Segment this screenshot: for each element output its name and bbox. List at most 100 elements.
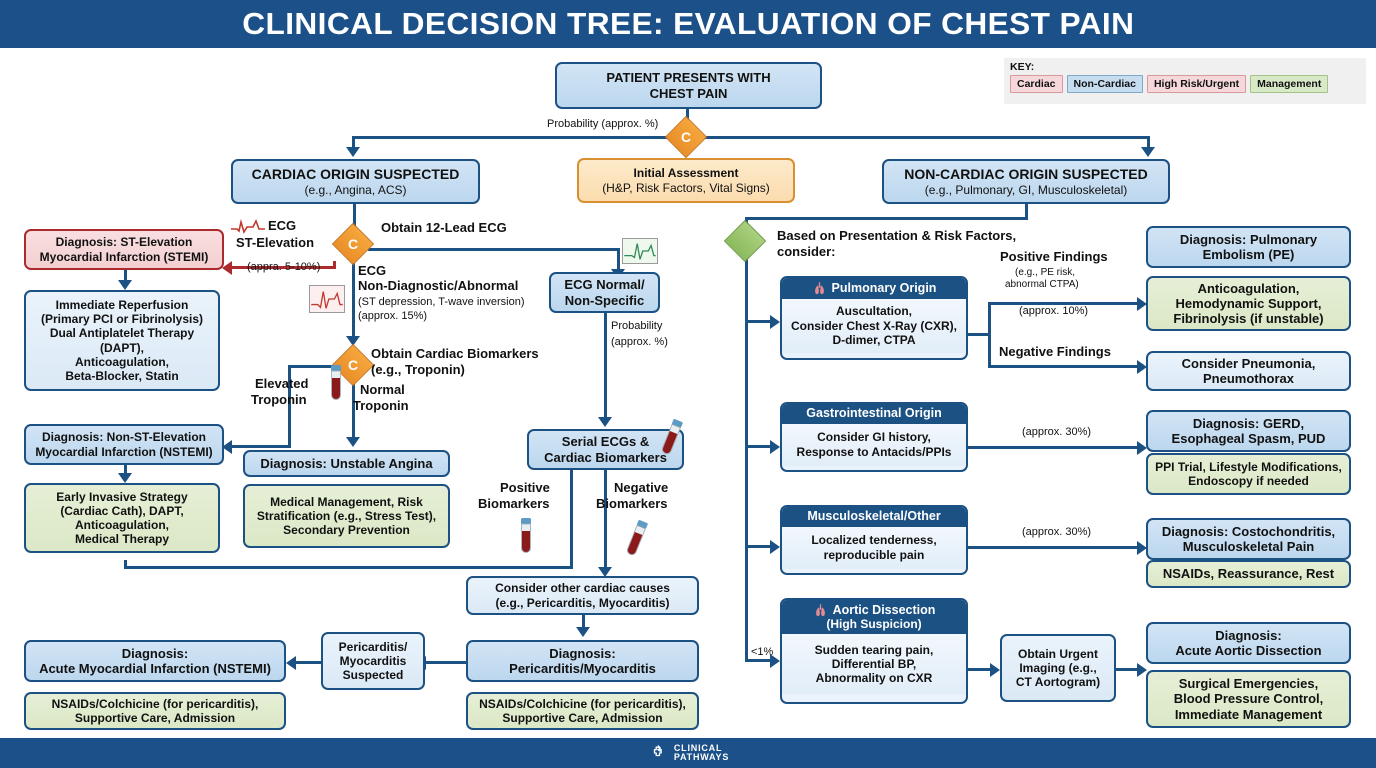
arrow-to-gi: [770, 440, 780, 454]
connector-c1-c2: [352, 263, 355, 340]
node-consider-other-cardiac[interactable]: Consider other cardiac causes (e.g., Per…: [466, 576, 699, 615]
label-normal-troponin-2: Troponin: [353, 398, 409, 413]
connector-ecg-normal-down: [617, 248, 620, 271]
node-body-line-1: Consider GI history,: [817, 430, 931, 445]
node-pericarditis-myocarditis-suspected[interactable]: Pericarditis/ Myocarditis Suspected: [321, 632, 425, 690]
node-diagnosis-nstemi[interactable]: Diagnosis: Non-ST-Elevation Myocardial I…: [24, 424, 224, 465]
node-patient-presents[interactable]: PATIENT PRESENTS WITH CHEST PAIN: [555, 62, 822, 109]
node-line-2: Hemodynamic Support,: [1175, 295, 1322, 311]
connector-elev-trop-left: [288, 365, 336, 368]
legend-chip-management: Management: [1250, 75, 1329, 93]
label-negative-findings: Negative Findings: [999, 344, 1111, 359]
footer-brand: CLINICAL PATHWAYS: [673, 743, 730, 763]
legend-chip-cardiac: Cardiac: [1010, 75, 1063, 93]
label-positive-biomarkers-1: Positive: [500, 480, 550, 495]
node-body-line-2: Differential BP,: [831, 656, 917, 671]
node-musculoskeletal-other[interactable]: Musculoskeletal/Other Localized tenderne…: [780, 505, 968, 575]
arrow-to-costo: [1137, 541, 1147, 555]
node-nsaids-colchicine-right[interactable]: NSAIDs/Colchicine (for pericarditis), Su…: [466, 692, 699, 730]
node-consider-pneumonia[interactable]: Consider Pneumonia, Pneumothorax: [1146, 351, 1351, 391]
node-serial-ecgs-biomarkers[interactable]: Serial ECGs & Cardiac Biomarkers: [527, 429, 684, 470]
node-diagnosis-stemi[interactable]: Diagnosis: ST-Elevation Myocardial Infar…: [24, 229, 224, 270]
decision-letter: C: [347, 236, 359, 252]
node-header-label-2: (High Suspicion): [826, 617, 922, 631]
label-positive-findings-sub-1: (e.g., PE risk,: [1015, 267, 1076, 278]
decision-letter: C: [680, 129, 692, 145]
node-line-1: Diagnosis: Non-ST-Elevation: [41, 430, 206, 445]
connector-nstemi-in: [231, 445, 291, 448]
node-immediate-reperfusion[interactable]: Immediate Reperfusion (Primary PCI or Fi…: [24, 290, 220, 391]
node-body-line-3: D-dimer, CTPA: [832, 333, 916, 348]
node-body: Localized tenderness, reproducible pain: [782, 526, 966, 569]
node-line-1: NSAIDs/Colchicine (for pericarditis),: [51, 696, 259, 711]
decision-diamond-noncardiac[interactable]: [723, 219, 767, 263]
node-body-line-1: Localized tenderness,: [811, 533, 937, 548]
decision-diamond-initial[interactable]: C: [664, 115, 708, 159]
connector-stemi-left: [231, 266, 336, 269]
node-line-2: Pericarditis/Myocarditis: [509, 661, 656, 676]
node-ecg-normal[interactable]: ECG Normal/ Non-Specific: [549, 272, 660, 313]
connector-elev-trop-down: [288, 365, 291, 447]
connector-cardiac-down: [353, 203, 356, 236]
ecg-waveform-green-chip-icon: [622, 238, 658, 264]
node-line-3: Fibrinolysis (if unstable): [1173, 311, 1324, 327]
node-header: Gastrointestinal Origin: [782, 404, 966, 424]
label-obtain-biomarkers-1: Obtain Cardiac Biomarkers: [371, 346, 539, 361]
node-line-2: Cardiac Biomarkers: [544, 449, 667, 465]
node-diagnosis-pericarditis-myocarditis[interactable]: Diagnosis: Pericarditis/Myocarditis: [466, 640, 699, 682]
node-treatment-gerd[interactable]: PPI Trial, Lifestyle Modifications, Endo…: [1146, 453, 1351, 495]
connector-bus-right: [1147, 136, 1150, 148]
node-diagnosis-costochondritis[interactable]: Diagnosis: Costochondritis, Musculoskele…: [1146, 518, 1351, 560]
decision-diamond-ecg[interactable]: C: [331, 222, 375, 266]
connector-stemi-stub: [333, 261, 336, 269]
node-line-1: Medical Management, Risk: [270, 494, 423, 509]
footer-brand-line-2: PATHWAYS: [673, 752, 730, 762]
label-based-on-presentation-1: Based on Presentation & Risk Factors,: [777, 228, 1017, 243]
arrow-to-other-cardiac: [598, 567, 612, 577]
lungs-icon: [814, 282, 824, 295]
node-line-3: CT Aortogram): [1015, 675, 1101, 690]
label-gi-percent: (approx. 30%): [1022, 426, 1092, 438]
node-aortic-dissection[interactable]: Aortic Dissection (High Suspicion) Sudde…: [780, 598, 968, 704]
node-treatment-aortic-dissection[interactable]: Surgical Emergencies, Blood Pressure Con…: [1146, 670, 1351, 728]
label-ecg-nondiagnostic-1: ECG: [358, 263, 387, 278]
label-st-elevation-percent: (appra. 5-10%): [247, 261, 321, 273]
node-treatment-pe[interactable]: Anticoagulation, Hemodynamic Support, Fi…: [1146, 276, 1351, 331]
ecg-waveform-red-icon: [231, 218, 265, 234]
node-line-1: Diagnosis: ST-Elevation: [55, 235, 193, 250]
connector-ecg-normal-right: [368, 248, 620, 251]
node-diagnosis-acute-mi-nstemi[interactable]: Diagnosis: Acute Myocardial Infarction (…: [24, 640, 286, 682]
connector-noncardiac-left: [745, 217, 1028, 220]
connector-suspected-to-ami: [295, 661, 321, 664]
node-cardiac-origin-suspected[interactable]: CARDIAC ORIGIN SUSPECTED (e.g., Angina, …: [231, 159, 480, 204]
connector-other-peric: [582, 614, 585, 630]
blood-collection-tube-icon: [626, 520, 648, 556]
node-initial-assessment[interactable]: Initial Assessment (H&P, Risk Factors, V…: [577, 158, 795, 203]
arrow-to-serial-ecg: [598, 417, 612, 427]
node-body-line-3: Abnormality on CXR: [815, 671, 933, 686]
node-line-2: Supportive Care, Admission: [502, 711, 663, 725]
node-line-1: Diagnosis: Costochondritis,: [1161, 523, 1336, 539]
node-early-invasive-strategy[interactable]: Early Invasive Strategy (Cardiac Cath), …: [24, 483, 220, 553]
connector-c2-angina: [352, 384, 355, 440]
node-line-2: (Primary PCI or Fibrinolysis): [40, 312, 204, 327]
node-line-2: Endoscopy if needed: [1188, 474, 1309, 488]
legend-key: KEY: Cardiac Non-Cardiac High Risk/Urgen…: [1004, 58, 1366, 104]
node-diagnosis-unstable-angina[interactable]: Diagnosis: Unstable Angina: [243, 450, 450, 477]
node-nsaids-colchicine-left[interactable]: NSAIDs/Colchicine (for pericarditis), Su…: [24, 692, 286, 730]
legend-chip-non-cardiac: Non-Cardiac: [1066, 75, 1143, 93]
node-noncardiac-origin-suspected[interactable]: NON-CARDIAC ORIGIN SUSPECTED (e.g., Pulm…: [882, 159, 1170, 204]
node-treatment-costochondritis[interactable]: NSAIDs, Reassurance, Rest: [1146, 560, 1351, 588]
label-ecg-nondiagnostic-3: (ST depression, T-wave inversion): [358, 296, 525, 308]
node-diagnosis-pe[interactable]: Diagnosis: Pulmonary Embolism (PE): [1146, 226, 1351, 268]
node-pulmonary-origin[interactable]: Pulmonary Origin Auscultation, Consider …: [780, 276, 968, 360]
node-medical-management[interactable]: Medical Management, Risk Stratification …: [243, 484, 450, 548]
node-diagnosis-aortic-dissection[interactable]: Diagnosis: Acute Aortic Dissection: [1146, 622, 1351, 664]
label-aortic-percent: <1%: [751, 646, 774, 658]
node-diagnosis-gerd[interactable]: Diagnosis: GERD, Esophageal Spasm, PUD: [1146, 410, 1351, 452]
page-header: CLINICAL DECISION TREE: EVALUATION OF CH…: [0, 0, 1376, 48]
node-obtain-urgent-imaging[interactable]: Obtain Urgent Imaging (e.g., CT Aortogra…: [1000, 634, 1116, 702]
node-line-5: Beta-Blocker, Statin: [65, 368, 179, 383]
node-gastrointestinal-origin[interactable]: Gastrointestinal Origin Consider GI hist…: [780, 402, 968, 472]
